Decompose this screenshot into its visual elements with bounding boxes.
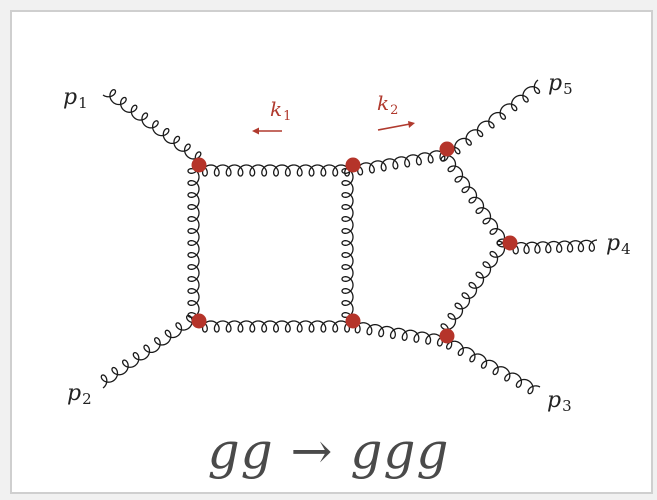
process-label: gg → ggg <box>207 422 450 480</box>
gluon-external-p1 <box>102 89 202 166</box>
gluon-external-p4 <box>510 239 598 255</box>
label-p3: p3 <box>547 388 572 415</box>
k2-arrow <box>377 121 415 131</box>
vertex-f <box>439 328 455 344</box>
k1-arrow <box>252 127 282 135</box>
vertex-b <box>191 313 207 329</box>
label-k1: k1 <box>270 97 291 124</box>
vertex-g <box>502 235 518 251</box>
gluon-external-p3 <box>445 335 541 395</box>
vertex-d <box>345 313 361 329</box>
gluon-pentagon-upper <box>440 148 511 246</box>
diagram-frame <box>10 10 653 494</box>
gluon-top-left <box>198 164 354 177</box>
vertex-e <box>439 141 455 157</box>
vertex-c <box>345 157 361 173</box>
label-k2: k2 <box>377 91 398 118</box>
label-p5: p5 <box>548 71 573 98</box>
gluon-middle-vertical <box>341 164 354 322</box>
gluon-external-p5 <box>446 79 541 155</box>
gluon-lines <box>100 79 598 395</box>
gluon-bottom-left <box>198 320 354 333</box>
label-p1: p1 <box>63 85 88 112</box>
label-p2: p2 <box>67 381 92 408</box>
gluon-pentagon-lower <box>440 240 511 337</box>
gluon-left-vertical <box>187 164 200 322</box>
vertex-a <box>191 157 207 173</box>
gluon-top-right <box>352 148 448 176</box>
label-p4: p4 <box>606 231 631 258</box>
gluon-bottom-right <box>352 320 448 347</box>
vertices <box>191 141 518 344</box>
gluon-external-p2 <box>100 314 200 389</box>
